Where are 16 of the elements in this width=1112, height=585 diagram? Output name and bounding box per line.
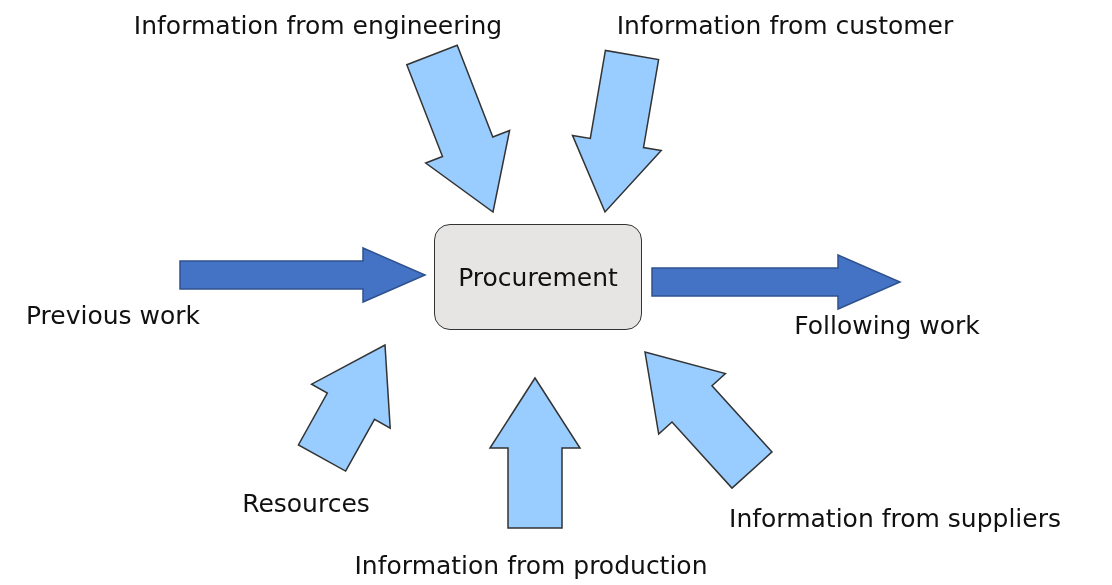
input-label: Previous work [25,300,201,330]
process-label: Procurement [458,262,618,292]
block-arrow [644,350,774,490]
block-arrow [571,49,663,214]
input-label: Information from customer [616,10,954,40]
block-arrow [179,246,427,304]
input-label: Following work [794,310,980,340]
input-label: Information from suppliers [729,503,1061,533]
block-arrow [297,343,392,473]
input-label: Resources [242,488,370,518]
process-box [434,224,642,330]
input-label: Information from production [354,550,708,580]
block-arrow [488,376,582,529]
block-arrow [651,253,902,311]
block-arrow [405,44,511,214]
input-label: Information from engineering [133,10,503,40]
